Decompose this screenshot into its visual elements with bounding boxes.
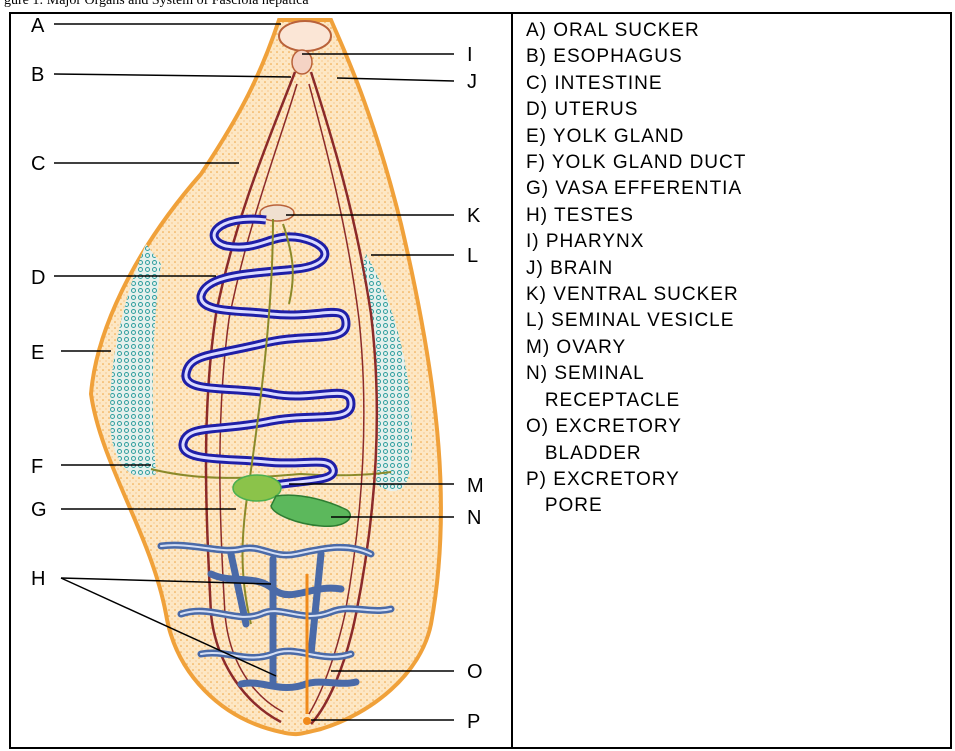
label-f: F <box>31 456 43 478</box>
legend-item: P) EXCRETORY <box>526 467 746 493</box>
legend-item: B) ESOPHAGUS <box>526 44 746 70</box>
label-p: P <box>467 711 480 733</box>
legend-item: PORE <box>526 493 746 519</box>
ovary <box>233 475 281 501</box>
legend-text: F) YOLK GLAND DUCT <box>526 152 746 173</box>
label-m: M <box>467 475 484 497</box>
label-o: O <box>467 661 483 683</box>
legend-item: L) SEMINAL VESICLE <box>526 308 746 334</box>
legend-text: J) BRAIN <box>526 258 613 279</box>
legend-item: BLADDER <box>526 441 746 467</box>
label-l: L <box>467 245 478 267</box>
legend-text: B) ESOPHAGUS <box>526 46 683 67</box>
legend-text: K) VENTRAL SUCKER <box>526 284 739 305</box>
legend-item: I) PHARYNX <box>526 229 746 255</box>
legend-text: O) EXCRETORY <box>526 416 682 437</box>
label-g: G <box>31 499 47 521</box>
legend-item: O) EXCRETORY <box>526 414 746 440</box>
legend-text: C) INTESTINE <box>526 73 663 94</box>
legend-item: J) BRAIN <box>526 256 746 282</box>
legend-item: K) VENTRAL SUCKER <box>526 282 746 308</box>
frame-divider <box>511 12 513 749</box>
legend-text: H) TESTES <box>526 205 634 226</box>
label-j: J <box>467 71 477 93</box>
label-n: N <box>467 507 481 529</box>
organ-legend: A) ORAL SUCKER B) ESOPHAGUS C) INTESTINE… <box>526 18 746 520</box>
legend-text: P) EXCRETORY <box>526 469 680 490</box>
legend-text: RECEPTACLE <box>526 390 680 411</box>
legend-text: BLADDER <box>526 443 642 464</box>
legend-text: E) YOLK GLAND <box>526 126 684 147</box>
label-e: E <box>31 342 44 364</box>
legend-text: N) SEMINAL <box>526 363 645 384</box>
legend-text: G) VASA EFFERENTIA <box>526 178 742 199</box>
legend-item: M) OVARY <box>526 335 746 361</box>
legend-item: F) YOLK GLAND DUCT <box>526 150 746 176</box>
legend-item: H) TESTES <box>526 203 746 229</box>
label-i: I <box>467 44 473 66</box>
legend-text: A) ORAL SUCKER <box>526 20 700 41</box>
legend-item: RECEPTACLE <box>526 388 746 414</box>
legend-item: D) UTERUS <box>526 97 746 123</box>
figure-caption: gure 1: Major Organs and System of Fasci… <box>4 0 309 9</box>
legend-text: I) PHARYNX <box>526 231 644 252</box>
fluke-anatomy-diagram: A B C D E F G H I J K L M N O P <box>11 14 511 747</box>
label-b: B <box>31 64 44 86</box>
legend-text: D) UTERUS <box>526 99 638 120</box>
label-a: A <box>31 15 45 37</box>
legend-text: PORE <box>526 495 603 516</box>
legend-text: L) SEMINAL VESICLE <box>526 310 734 331</box>
legend-item: C) INTESTINE <box>526 71 746 97</box>
legend-item: N) SEMINAL <box>526 361 746 387</box>
legend-item: E) YOLK GLAND <box>526 124 746 150</box>
legend-text: M) OVARY <box>526 337 626 358</box>
label-k: K <box>467 205 481 227</box>
label-d: D <box>31 267 45 289</box>
label-c: C <box>31 153 45 175</box>
legend-item: A) ORAL SUCKER <box>526 18 746 44</box>
excretory-pore <box>303 717 311 725</box>
oral-sucker <box>279 21 331 51</box>
legend-item: G) VASA EFFERENTIA <box>526 176 746 202</box>
label-h: H <box>31 568 45 590</box>
